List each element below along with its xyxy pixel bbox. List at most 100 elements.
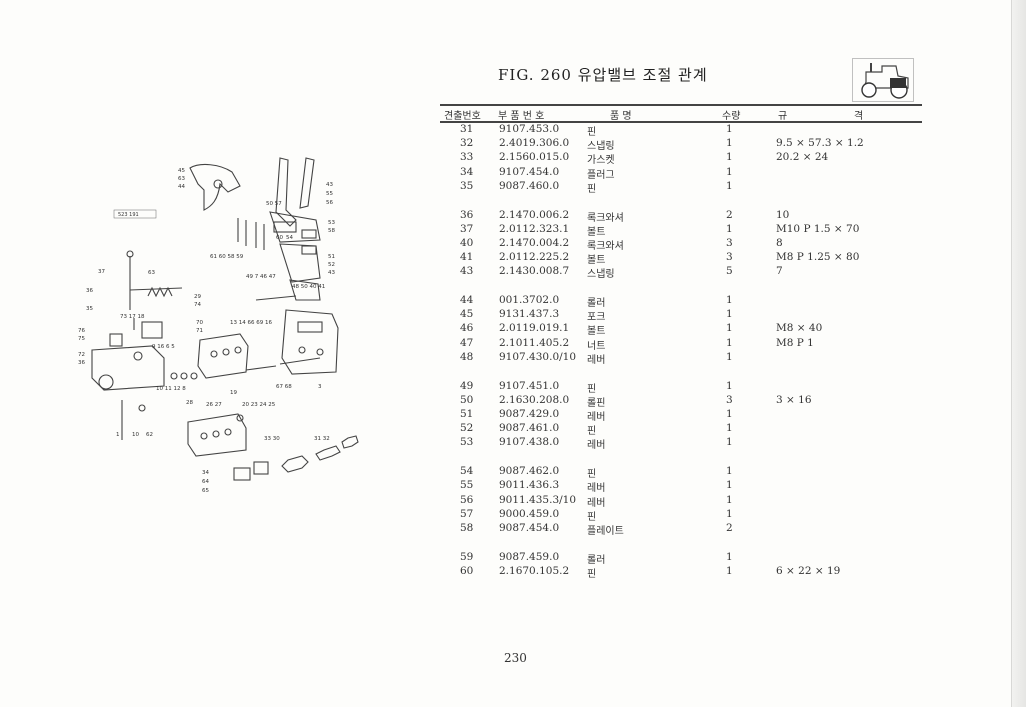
- cell-name: 너트: [587, 340, 606, 352]
- cell-quantity: 1: [726, 308, 733, 321]
- svg-text:10 11 12 8: 10 11 12 8: [156, 386, 186, 392]
- cell-name: 포크: [587, 312, 606, 324]
- cell-part-number: 9107.438.0: [499, 436, 560, 449]
- cell-part-number: 2.1630.208.0: [499, 393, 570, 406]
- svg-text:36: 36: [86, 288, 93, 294]
- svg-text:37: 37: [98, 269, 105, 275]
- cell-part-number: 9087.454.0: [499, 521, 560, 534]
- svg-text:73 17 18: 73 17 18: [120, 314, 145, 320]
- svg-text:62: 62: [146, 432, 153, 438]
- svg-text:10: 10: [132, 432, 139, 438]
- svg-text:63: 63: [178, 176, 185, 182]
- cell-name: 레버: [587, 440, 606, 452]
- header-quantity: 수량: [722, 111, 741, 122]
- cell-part-number: 2.4019.306.0: [499, 137, 570, 150]
- cell-name: 핀: [587, 127, 597, 138]
- svg-text:54: 54: [286, 235, 293, 241]
- cell-index: 40: [460, 236, 474, 249]
- cell-index: 57: [460, 507, 474, 520]
- svg-text:31 32: 31 32: [314, 436, 330, 442]
- cell-spec: 6 × 22 × 19: [776, 564, 841, 577]
- cell-part-number: 9107.430.0/10: [499, 350, 577, 363]
- cell-quantity: 1: [726, 336, 733, 349]
- cell-index: 32: [460, 137, 474, 150]
- header-index: 견출번호: [444, 111, 481, 122]
- cell-spec: 8: [776, 236, 783, 249]
- cell-part-number: 2.0112.323.1: [499, 222, 570, 235]
- cell-part-number: 9107.454.0: [499, 165, 560, 178]
- svg-text:19: 19: [230, 390, 237, 396]
- cell-index: 59: [460, 550, 474, 563]
- cell-index: 58: [460, 521, 474, 534]
- cell-quantity: 1: [726, 322, 733, 335]
- cell-quantity: 3: [726, 236, 733, 249]
- figure-title: FIG. 260 유압밸브 조절 관계: [498, 66, 708, 84]
- svg-text:63: 63: [148, 270, 155, 276]
- cell-part-number: 2.1011.405.2: [499, 336, 570, 349]
- cell-part-number: 2.1470.004.2: [499, 236, 570, 249]
- group-gap: [440, 279, 922, 294]
- cell-index: 53: [460, 436, 474, 449]
- cell-part-number: 9131.437.3: [499, 308, 560, 321]
- svg-text:56: 56: [326, 200, 333, 206]
- cell-index: 50: [460, 393, 474, 406]
- cell-index: 47: [460, 336, 474, 349]
- cell-index: 35: [460, 179, 474, 192]
- cell-spec: 20.2 × 24: [776, 151, 829, 164]
- svg-text:60: 60: [276, 235, 283, 241]
- group-gap: [440, 194, 922, 209]
- cell-name: 스냅링: [587, 141, 615, 153]
- cell-quantity: 1: [726, 179, 733, 192]
- group-gap: [440, 451, 922, 466]
- cell-name: 롤러: [587, 298, 606, 310]
- cell-part-number: 2.0112.225.2: [499, 251, 570, 264]
- cell-spec: 7: [776, 265, 783, 278]
- cell-index: 41: [460, 251, 474, 264]
- tractor-icon: [852, 58, 914, 102]
- svg-text:29: 29: [194, 294, 201, 300]
- cell-quantity: 5: [726, 265, 733, 278]
- svg-text:67 68: 67 68: [276, 384, 292, 390]
- header-spec-1: 규: [778, 111, 788, 122]
- svg-text:20 23 24 25: 20 23 24 25: [242, 402, 276, 408]
- cell-index: 48: [460, 350, 474, 363]
- cell-index: 37: [460, 222, 474, 235]
- svg-text:44: 44: [178, 184, 185, 190]
- cell-quantity: 1: [726, 507, 733, 520]
- cell-name: 핀: [587, 383, 597, 395]
- cell-index: 56: [460, 493, 474, 506]
- group-gap: [440, 365, 922, 380]
- cell-quantity: 3: [726, 393, 733, 406]
- svg-text:61 60 58 59: 61 60 58 59: [210, 254, 244, 260]
- cell-part-number: 9087.462.0: [499, 465, 560, 478]
- svg-text:74: 74: [194, 302, 201, 308]
- page-edge: [1011, 0, 1026, 707]
- svg-text:76: 76: [78, 328, 85, 334]
- cell-quantity: 1: [726, 222, 733, 235]
- cell-quantity: 1: [726, 422, 733, 435]
- cell-index: 54: [460, 465, 474, 478]
- svg-text:45: 45: [178, 168, 185, 174]
- cell-part-number: 9107.453.0: [499, 123, 560, 135]
- svg-text:26 27: 26 27: [206, 402, 222, 408]
- svg-text:64: 64: [202, 479, 209, 485]
- cell-index: 31: [460, 123, 474, 135]
- svg-text:50 57: 50 57: [266, 201, 282, 207]
- svg-text:9 16 6 5: 9 16 6 5: [152, 344, 175, 350]
